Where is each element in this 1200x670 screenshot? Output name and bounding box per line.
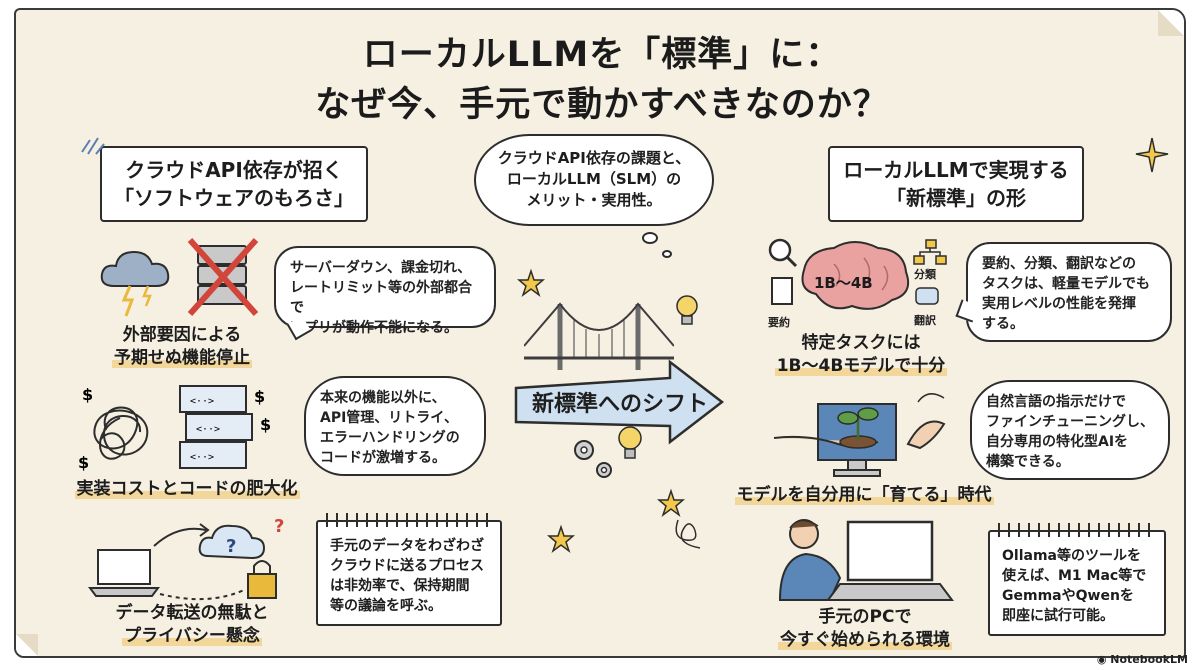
right-note-3-text-1: Ollama等のツールを [1002, 548, 1141, 564]
right-label-3: 手元のPCで 今すぐ始められる環境 [760, 606, 970, 652]
svg-text:?: ? [226, 536, 236, 557]
grow-model-icon [773, 393, 946, 477]
thought-dot [662, 250, 672, 258]
spark-lines-icon [81, 137, 105, 155]
right-bubble-1-text-4: する。 [982, 316, 1024, 332]
thought-dot [642, 232, 658, 244]
right-banner-line-2: 「新標準」の形 [886, 186, 1026, 210]
title-line-1: ローカルLLMを「標準」に： [362, 35, 842, 75]
summary-thought-cloud: クラウドAPI依存の課題と、 ローカルLLM（SLM）の メリット・実用性。 [474, 134, 714, 226]
tag-summary: 要約 [768, 316, 790, 329]
title-line-2: なぜ今、手元で動かすべきなのか？ [315, 85, 889, 125]
left-label-3: データ転送の無駄と プライバシー懸念 [92, 602, 292, 648]
right-bubble-1-text-1: 要約、分類、翻訳などの [982, 256, 1136, 272]
summary-line-1: クラウドAPI依存の課題と、 [497, 149, 691, 167]
left-banner-line-2: 「ソフトウェアのもろさ」 [114, 186, 354, 210]
right-bubble-2-text-4: 構築できる。 [986, 454, 1070, 470]
left-note-3-text-3: は非効率で、保持期間 [330, 578, 470, 594]
right-bubble-2: 自然言語の指示だけで ファインチューニングし、 自分専用の特化型AIを 構築でき… [970, 380, 1170, 480]
summary-line-3: メリット・実用性。 [526, 191, 662, 209]
left-bubble-1: サーバーダウン、課金切れ、 レートリミット等の外部都合で アプリが動作不能になる… [274, 246, 496, 341]
right-note-3-text-2: 使えば、M1 Mac等で [1002, 568, 1147, 584]
poster-paper: ローカルLLMを「標準」に： なぜ今、手元で動かすべきなのか？ クラウドAPI依… [14, 8, 1186, 658]
brand-watermark: ◉ NotebookLM [1096, 653, 1188, 666]
lightbulb-icon [676, 295, 698, 325]
sparkle-icon [1135, 137, 1169, 173]
left-bubble-2: 本来の機能以外に、 API管理、リトライ、 エラーハンドリングの コードが激増す… [304, 376, 486, 476]
storm-cloud-icon [100, 250, 170, 317]
left-label-2-line-1: 実装コストとコードの肥大化 [74, 479, 300, 499]
left-label-1-line-2: 予期せぬ機能停止 [112, 348, 252, 368]
svg-text:<··>: <··> [190, 396, 214, 407]
right-label-1-line-2: 1B〜4Bモデルで十分 [774, 356, 948, 376]
summary-line-2: ローカルLLM（SLM）の [506, 170, 682, 188]
left-bubble-2-text-2: API管理、リトライ、 [320, 410, 459, 426]
left-note-3-text-1: 手元のデータをわざわざ [330, 538, 484, 554]
right-label-1-line-1: 特定タスクには [801, 333, 921, 353]
svg-text:$: $ [78, 453, 89, 472]
right-bubble-2-text-2: ファインチューニングし、 [986, 414, 1154, 430]
left-bubble-2-text-4: コードが激増する。 [320, 450, 446, 466]
svg-text:$: $ [82, 385, 93, 404]
left-note-3-text-2: クラウドに送るプロセス [330, 558, 484, 574]
right-note-3-text-4: 即座に試行可能。 [1002, 608, 1114, 624]
page-curl-bottom-left [16, 634, 38, 656]
brand-name: NotebookLM [1110, 653, 1188, 666]
right-label-2: モデルを自分用に「育てる」時代 [724, 484, 1004, 507]
right-bubble-1: 要約、分類、翻訳などの タスクは、軽量モデルでも 実用レベルの性能を発揮 する。 [955, 242, 1172, 342]
server-down-icon [187, 238, 259, 316]
right-note-3: Ollama等のツールを 使えば、M1 Mac等で GemmaやQwenを 即座… [988, 523, 1166, 636]
svg-text:<··>: <··> [190, 452, 214, 463]
left-bubble-2-text-3: エラーハンドリングの [320, 430, 460, 446]
left-label-3-line-1: データ転送の無駄と [115, 603, 269, 623]
bridge-icon [524, 302, 674, 370]
star-icon [516, 268, 546, 298]
star-icon [546, 524, 576, 554]
left-banner-line-1: クラウドAPI依存が招く [125, 158, 343, 182]
tag-translate: 翻訳 [914, 314, 936, 327]
right-banner: ローカルLLMで実現する 「新標準」の形 [808, 146, 1104, 222]
shift-arrow [514, 359, 725, 445]
right-note-3-text-3: GemmaやQwenを [1002, 588, 1134, 604]
right-label-2-line-1: モデルを自分用に「育てる」時代 [734, 485, 994, 505]
svg-text:<··>: <··> [196, 424, 220, 435]
svg-text:$: $ [254, 387, 265, 406]
local-pc-icon [778, 519, 954, 601]
left-note-3: 手元のデータをわざわざ クラウドに送るプロセス は非効率で、保持期間 等の議論を… [316, 513, 502, 626]
right-banner-line-1: ローカルLLMで実現する [843, 158, 1069, 182]
curly-arrow-icon [675, 519, 701, 549]
svg-text:$: $ [260, 415, 271, 434]
star-icon [656, 488, 686, 518]
right-bubble-1-text-3: 実用レベルの性能を発揮 [982, 296, 1136, 312]
lightbulb-icon [618, 426, 642, 459]
data-transfer-icon: ? ? [88, 516, 284, 601]
left-label-2: 実装コストとコードの肥大化 [62, 478, 312, 501]
left-label-1: 外部要因による 予期せぬ機能停止 [82, 324, 282, 370]
right-label-3-line-1: 手元のPCで [818, 607, 912, 627]
shift-arrow-label: 新標準へのシフト [532, 392, 709, 417]
brain-task-icon [768, 238, 947, 310]
left-label-3-line-2: プライバシー懸念 [122, 626, 262, 646]
right-label-1: 特定タスクには 1B〜4Bモデルで十分 [756, 332, 966, 378]
right-bubble-1-text-2: タスクは、軽量モデルでも [982, 276, 1150, 292]
left-bubble-1-text-2: レートリミット等の外部都合で [290, 280, 472, 316]
left-bubble-1-text-1: サーバーダウン、課金切れ、 [290, 260, 472, 276]
left-label-1-line-1: 外部要因による [122, 325, 242, 345]
svg-text:?: ? [274, 516, 284, 537]
right-label-3-line-2: 今すぐ始められる環境 [778, 630, 952, 650]
tag-classify: 分類 [914, 268, 936, 281]
gears-icon [574, 440, 612, 478]
brain-model-size: 1B〜4B [814, 274, 873, 292]
right-bubble-2-text-3: 自分専用の特化型AIを [986, 434, 1129, 450]
page-curl-top-right [1158, 10, 1184, 36]
right-bubble-2-text-1: 自然言語の指示だけで [986, 394, 1126, 410]
left-bubble-1-text-3: アプリが動作不能になる。 [290, 320, 458, 336]
left-note-3-text-4: 等の議論を呼ぶ。 [330, 598, 442, 614]
tangled-code-icon: $ $ <··> <··> <··> $ $ [78, 385, 271, 472]
left-bubble-2-text-1: 本来の機能以外に、 [320, 390, 446, 406]
left-banner: クラウドAPI依存が招く 「ソフトウェアのもろさ」 [80, 146, 388, 222]
